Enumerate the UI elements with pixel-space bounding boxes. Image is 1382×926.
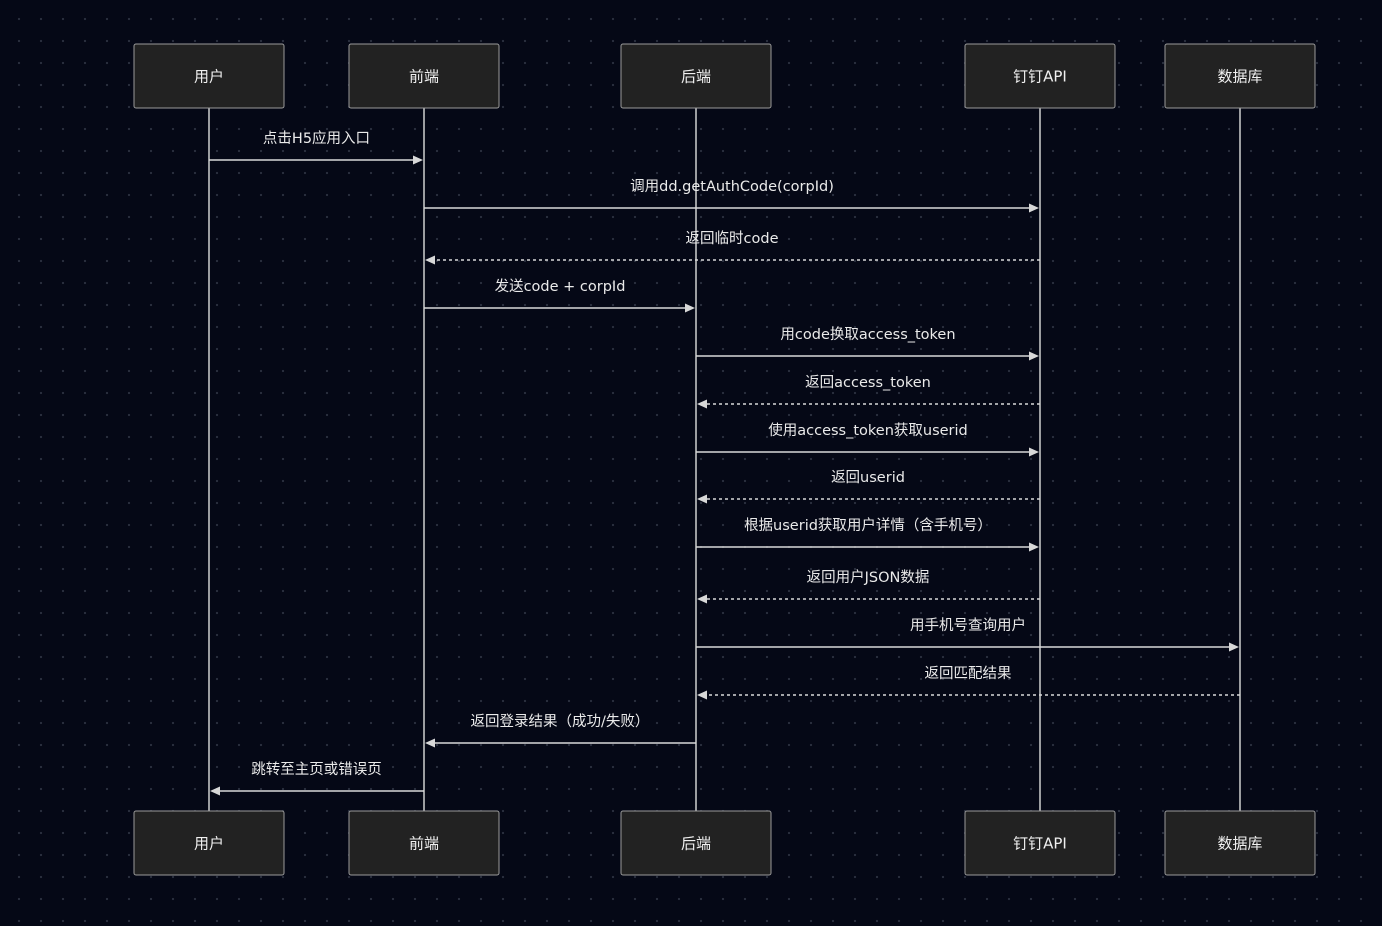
arrowhead-icon [1029, 542, 1039, 552]
actor-box-backend-bottom: 后端 [620, 810, 772, 876]
message-label: 跳转至主页或错误页 [251, 761, 382, 778]
message-label: 返回登录结果（成功/失败） [471, 713, 650, 730]
message-label: 返回临时code [686, 230, 779, 247]
actor-box-db-top: 数据库 [1164, 43, 1316, 109]
actor-box-user-top: 用户 [133, 43, 285, 109]
message-11: 用手机号查询用户 [696, 617, 1239, 652]
actor-label: 钉钉API [1013, 68, 1067, 86]
actor-box-frontend-bottom: 前端 [348, 810, 500, 876]
message-3: 返回临时code [425, 230, 1040, 265]
message-8: 返回userid [697, 469, 1040, 504]
message-4: 发送code + corpId [424, 278, 695, 313]
arrowhead-icon [1029, 447, 1039, 457]
message-label: 用手机号查询用户 [910, 617, 1026, 634]
arrowhead-icon [685, 303, 695, 313]
actor-boxes-bottom: 用户 前端 后端 钉钉API 数据库 [133, 810, 1316, 876]
message-12: 返回匹配结果 [697, 665, 1240, 700]
lifelines [208, 108, 1241, 811]
arrowhead-icon [210, 786, 220, 796]
message-1: 点击H5应用入口 [209, 129, 423, 165]
actor-box-dingtalk-bottom: 钉钉API [964, 810, 1116, 876]
message-label: 根据userid获取用户详情（含手机号） [744, 517, 992, 534]
actor-label: 前端 [409, 835, 439, 853]
arrowhead-icon [425, 738, 435, 748]
actor-label: 数据库 [1217, 68, 1262, 86]
actor-rect [620, 43, 772, 109]
actor-box-frontend-top: 前端 [348, 43, 500, 109]
message-label: 点击H5应用入口 [263, 129, 370, 147]
actor-rect [1164, 43, 1316, 109]
message-13: 返回登录结果（成功/失败） [425, 713, 696, 748]
arrowhead-icon [413, 155, 423, 165]
arrowhead-icon [1029, 203, 1039, 213]
message-label: 发送code + corpId [495, 278, 626, 295]
message-10: 返回用户JSON数据 [697, 569, 1040, 604]
arrowhead-icon [425, 255, 435, 265]
arrowhead-icon [1029, 351, 1039, 361]
actor-rect [348, 43, 500, 109]
message-9: 根据userid获取用户详情（含手机号） [696, 517, 1039, 552]
actor-label: 数据库 [1217, 835, 1262, 853]
actor-label: 钉钉API [1013, 835, 1067, 853]
arrowhead-icon [697, 594, 707, 604]
actor-box-db-bottom: 数据库 [1164, 810, 1316, 876]
message-label: 调用dd.getAuthCode(corpId) [630, 178, 834, 195]
message-label: 返回用户JSON数据 [807, 569, 930, 586]
actor-rect [133, 43, 285, 109]
actor-rect [620, 810, 772, 876]
arrowhead-icon [697, 399, 707, 409]
actor-label: 用户 [194, 835, 224, 853]
message-7: 使用access_token获取userid [696, 422, 1039, 457]
actor-rect [964, 810, 1116, 876]
arrowhead-icon [1229, 642, 1239, 652]
message-label: 返回匹配结果 [925, 665, 1012, 682]
arrowhead-icon [697, 690, 707, 700]
actor-rect [964, 43, 1116, 109]
actor-rect [133, 810, 285, 876]
message-label: 用code换取access_token [780, 326, 955, 343]
actor-label: 后端 [681, 68, 711, 86]
message-14: 跳转至主页或错误页 [210, 761, 424, 796]
message-label: 返回access_token [805, 374, 931, 391]
message-label: 返回userid [831, 469, 905, 486]
actor-rect [348, 810, 500, 876]
actor-label: 后端 [681, 835, 711, 853]
actor-box-backend-top: 后端 [620, 43, 772, 109]
arrowhead-icon [697, 494, 707, 504]
message-label: 使用access_token获取userid [768, 422, 968, 439]
actor-label: 用户 [194, 68, 224, 86]
actor-label: 前端 [409, 68, 439, 86]
actor-box-user-bottom: 用户 [133, 810, 285, 876]
message-5: 用code换取access_token [696, 326, 1039, 361]
actor-rect [1164, 810, 1316, 876]
actor-box-dingtalk-top: 钉钉API [964, 43, 1116, 109]
actor-boxes-top: 用户 前端 后端 钉钉API 数据库 [133, 43, 1316, 109]
message-2: 调用dd.getAuthCode(corpId) [424, 178, 1039, 213]
message-6: 返回access_token [697, 374, 1040, 409]
